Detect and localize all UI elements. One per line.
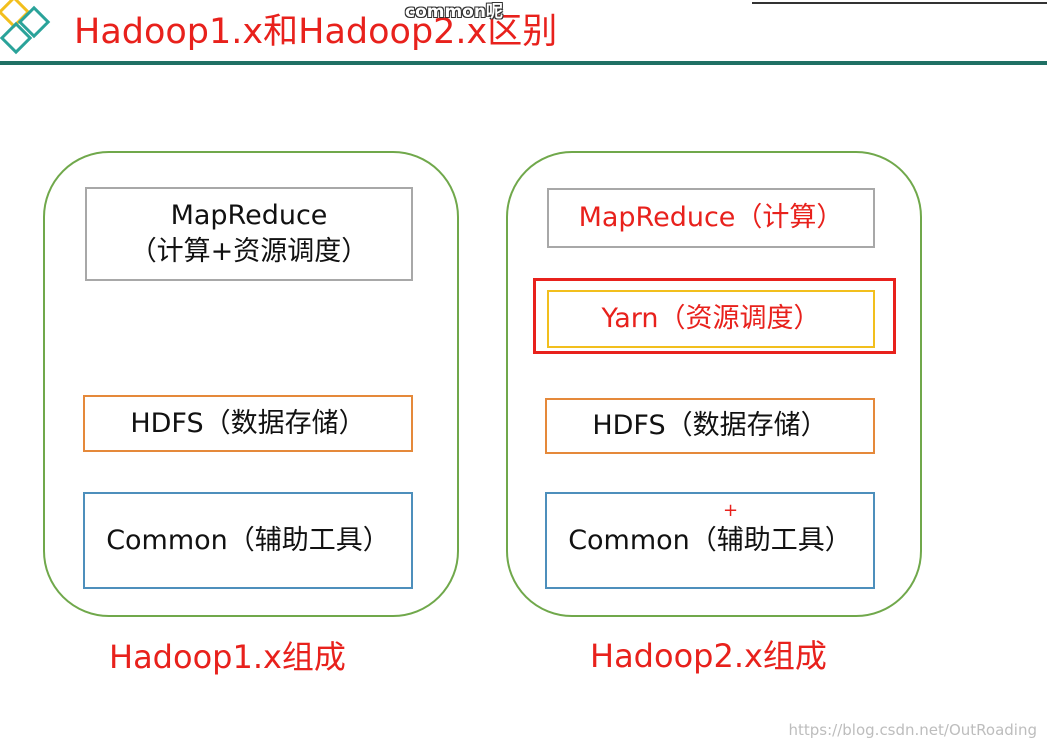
overlay-note: common呢 (405, 2, 503, 22)
slide-title: Hadoop1.x和Hadoop2.x区别 (74, 12, 558, 52)
hadoop1-caption: Hadoop1.x组成 (109, 638, 346, 676)
hadoop1-mapreduce-line1: MapReduce (170, 200, 328, 231)
hadoop1-hdfs-box: HDFS（数据存储） (83, 395, 413, 452)
hadoop2-hdfs-label: HDFS（数据存储） (592, 410, 828, 441)
hadoop1-mapreduce-line2: （计算+资源调度） (129, 236, 369, 267)
hadoop1-hdfs-label: HDFS（数据存储） (130, 407, 366, 439)
hadoop2-yarn-label: Yarn（资源调度） (601, 303, 821, 334)
top-divider (752, 2, 1047, 4)
title-rule (0, 61, 1047, 65)
hadoop1-panel (43, 151, 459, 617)
hadoop2-panel (506, 151, 922, 617)
hadoop2-yarn-box: Yarn（资源调度） (547, 290, 875, 348)
hadoop1-common-label: Common（辅助工具） (106, 524, 390, 556)
hadoop2-common-box: Common（辅助工具） (545, 492, 875, 589)
hadoop2-hdfs-box: HDFS（数据存储） (545, 398, 875, 454)
hadoop1-mapreduce-box: MapReduce （计算+资源调度） (85, 187, 413, 281)
logo-diamonds-icon (0, 0, 51, 55)
hadoop2-common-label: Common（辅助工具） (568, 524, 852, 556)
hadoop1-common-box: Common（辅助工具） (83, 492, 413, 589)
hadoop2-caption: Hadoop2.x组成 (590, 637, 827, 675)
hadoop2-mapreduce-label: MapReduce（计算） (578, 202, 844, 233)
watermark: https://blog.csdn.net/OutRoading (788, 721, 1037, 739)
hadoop2-mapreduce-box: MapReduce（计算） (547, 188, 875, 248)
cursor-crosshair-icon: + (723, 500, 739, 521)
yarn-highlight-frame (533, 278, 896, 354)
